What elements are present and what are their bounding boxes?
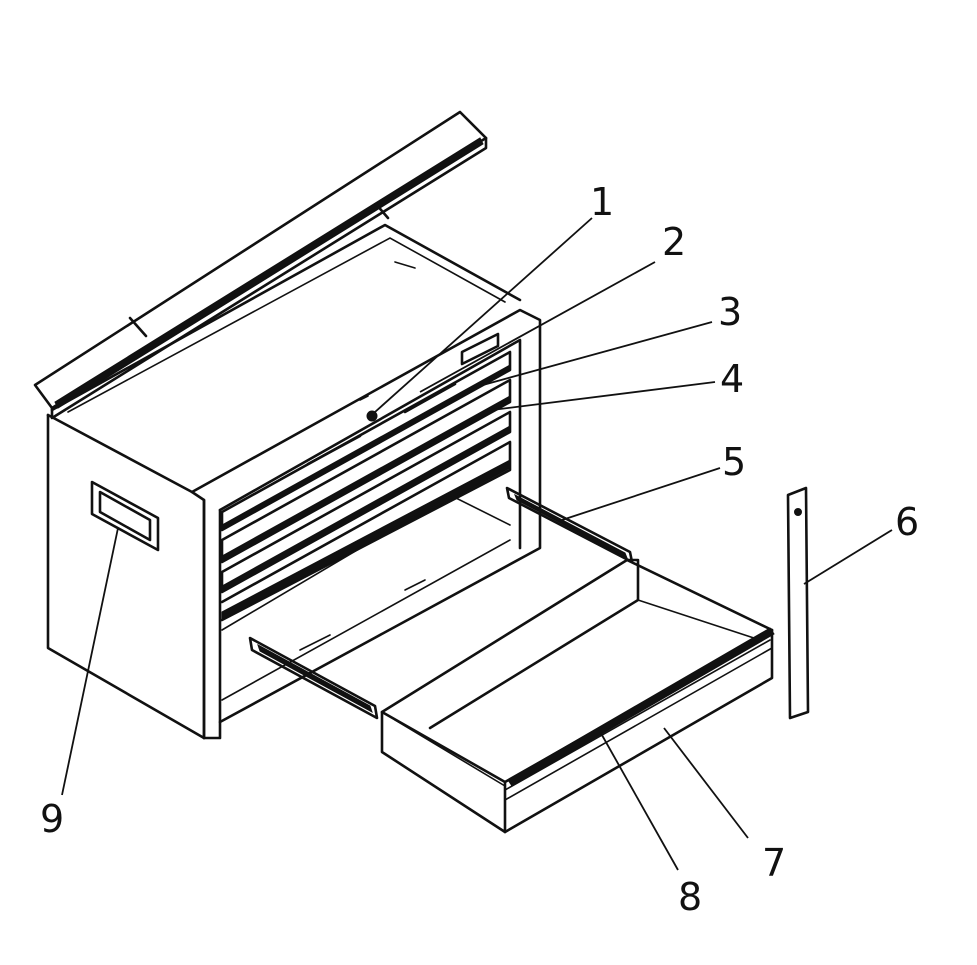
callout-7: 7: [762, 841, 786, 885]
loose-strip: [786, 486, 810, 720]
lower-cavity: [221, 494, 511, 701]
callout-8: 8: [678, 875, 702, 919]
leader-lines: [61, 217, 893, 871]
callout-6: 6: [895, 500, 919, 544]
closed-drawers: [220, 332, 512, 622]
side-handle: [90, 480, 160, 552]
drawer-trim-strip: [504, 627, 775, 801]
chest-body: [46, 308, 542, 740]
callout-labels: 1 2 3 4 5 6 7 8 9: [40, 180, 919, 919]
callout-3: 3: [718, 290, 742, 334]
callout-2: 2: [662, 220, 686, 264]
callout-9: 9: [40, 797, 64, 841]
drawer-slide-left: [248, 636, 379, 720]
callout-5: 5: [722, 440, 746, 484]
open-drawer: [380, 558, 774, 834]
drawer-slide-right: [505, 486, 634, 564]
callout-1: 1: [590, 180, 614, 224]
callout-4: 4: [720, 357, 744, 401]
chest-lid: [33, 110, 488, 420]
chest-top-tray: [50, 223, 522, 413]
